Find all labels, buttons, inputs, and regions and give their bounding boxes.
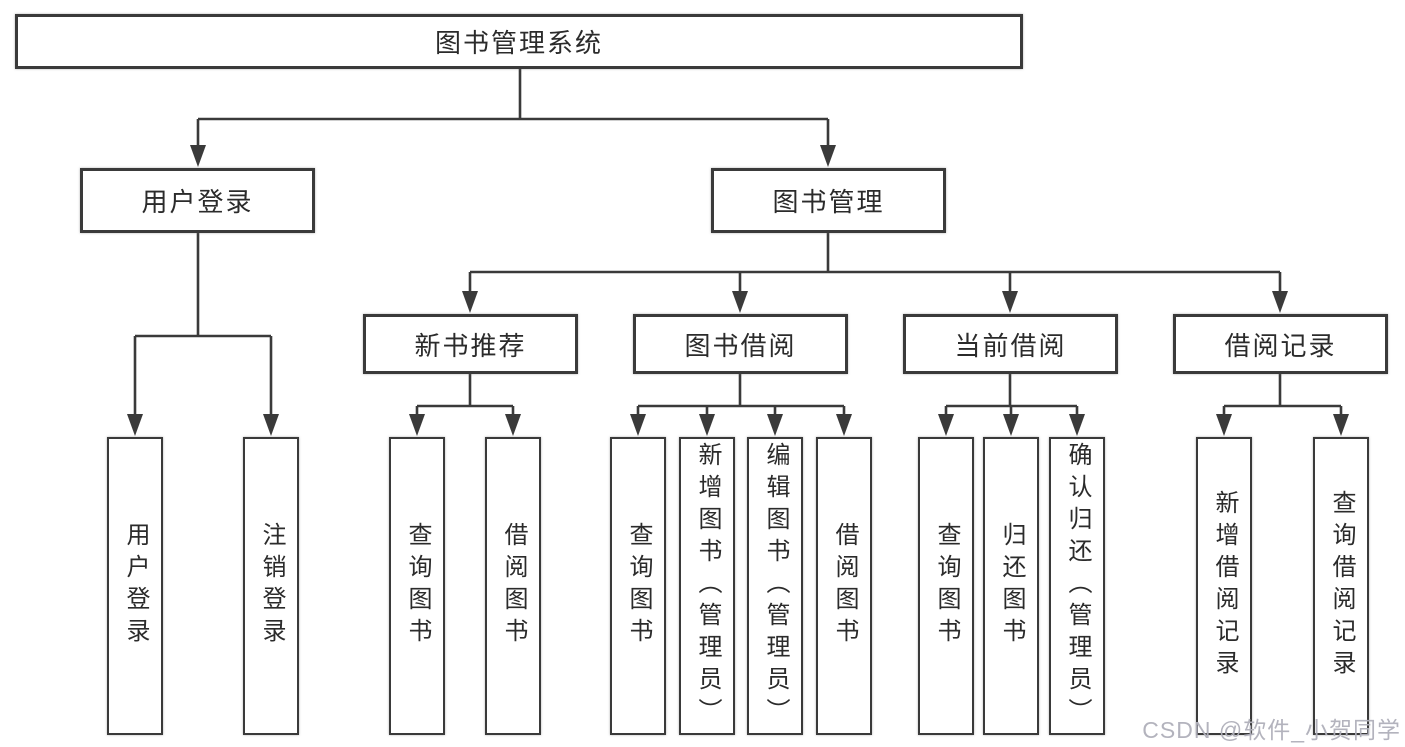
node-current-borrowing: 当前借阅 <box>903 314 1118 374</box>
arrow-down-icon <box>127 414 143 436</box>
node-user-login: 用户登录 <box>80 168 315 233</box>
leaf-edit-books-admin: 编辑图书（管理员） <box>747 437 803 735</box>
arrow-down-icon <box>190 145 206 167</box>
arrow-down-icon <box>699 414 715 436</box>
arrow-down-icon <box>1069 414 1085 436</box>
arrow-down-icon <box>1333 414 1349 436</box>
node-book-management: 图书管理 <box>711 168 946 233</box>
leaf-user-login: 用户登录 <box>107 437 163 735</box>
leaf-query-books: 查询图书 <box>389 437 445 735</box>
leaf-add-borrowing-record: 新增借阅记录 <box>1196 437 1252 735</box>
arrowheads <box>127 145 1349 436</box>
edge-current-borrowing-to-leaves <box>944 374 1079 419</box>
arrow-down-icon <box>263 414 279 436</box>
arrow-down-icon <box>767 414 783 436</box>
edge-book-management-to-groups <box>468 233 1282 296</box>
edge-borrowing-records-to-leaves <box>1222 374 1343 419</box>
watermark: CSDN @软件_小贺同学 <box>1142 717 1401 743</box>
leaf-add-books-admin: 新增图书（管理员） <box>679 437 735 735</box>
arrow-down-icon <box>409 414 425 436</box>
leaf-confirm-return-admin: 确认归还（管理员） <box>1049 437 1105 735</box>
edge-new-book-recommendation-to-leaves <box>415 374 515 419</box>
arrow-down-icon <box>630 414 646 436</box>
leaf-borrow-books: 借阅图书 <box>485 437 541 735</box>
arrow-down-icon <box>836 414 852 436</box>
node-book-borrowing: 图书借阅 <box>633 314 848 374</box>
arrow-down-icon <box>1002 291 1018 313</box>
edge-book-borrowing-to-leaves <box>636 374 846 419</box>
arrow-down-icon <box>462 291 478 313</box>
arrow-down-icon <box>938 414 954 436</box>
arrow-down-icon <box>820 145 836 167</box>
arrow-down-icon <box>1216 414 1232 436</box>
leaf-query-books: 查询图书 <box>918 437 974 735</box>
node-library-management-system: 图书管理系统 <box>15 14 1023 69</box>
edge-user-login-to-leaves <box>133 233 273 419</box>
leaf-query-books: 查询图书 <box>610 437 666 735</box>
leaf-query-borrowing-record: 查询借阅记录 <box>1313 437 1369 735</box>
leaf-return-books: 归还图书 <box>983 437 1039 735</box>
leaf-logout-login: 注销登录 <box>243 437 299 735</box>
arrow-down-icon <box>1272 291 1288 313</box>
arrow-down-icon <box>1003 414 1019 436</box>
node-borrowing-records: 借阅记录 <box>1173 314 1388 374</box>
arrow-down-icon <box>505 414 521 436</box>
node-new-book-recommendation: 新书推荐 <box>363 314 578 374</box>
arrow-down-icon <box>732 291 748 313</box>
leaf-borrow-books: 借阅图书 <box>816 437 872 735</box>
edge-root-to-level2 <box>196 69 830 150</box>
